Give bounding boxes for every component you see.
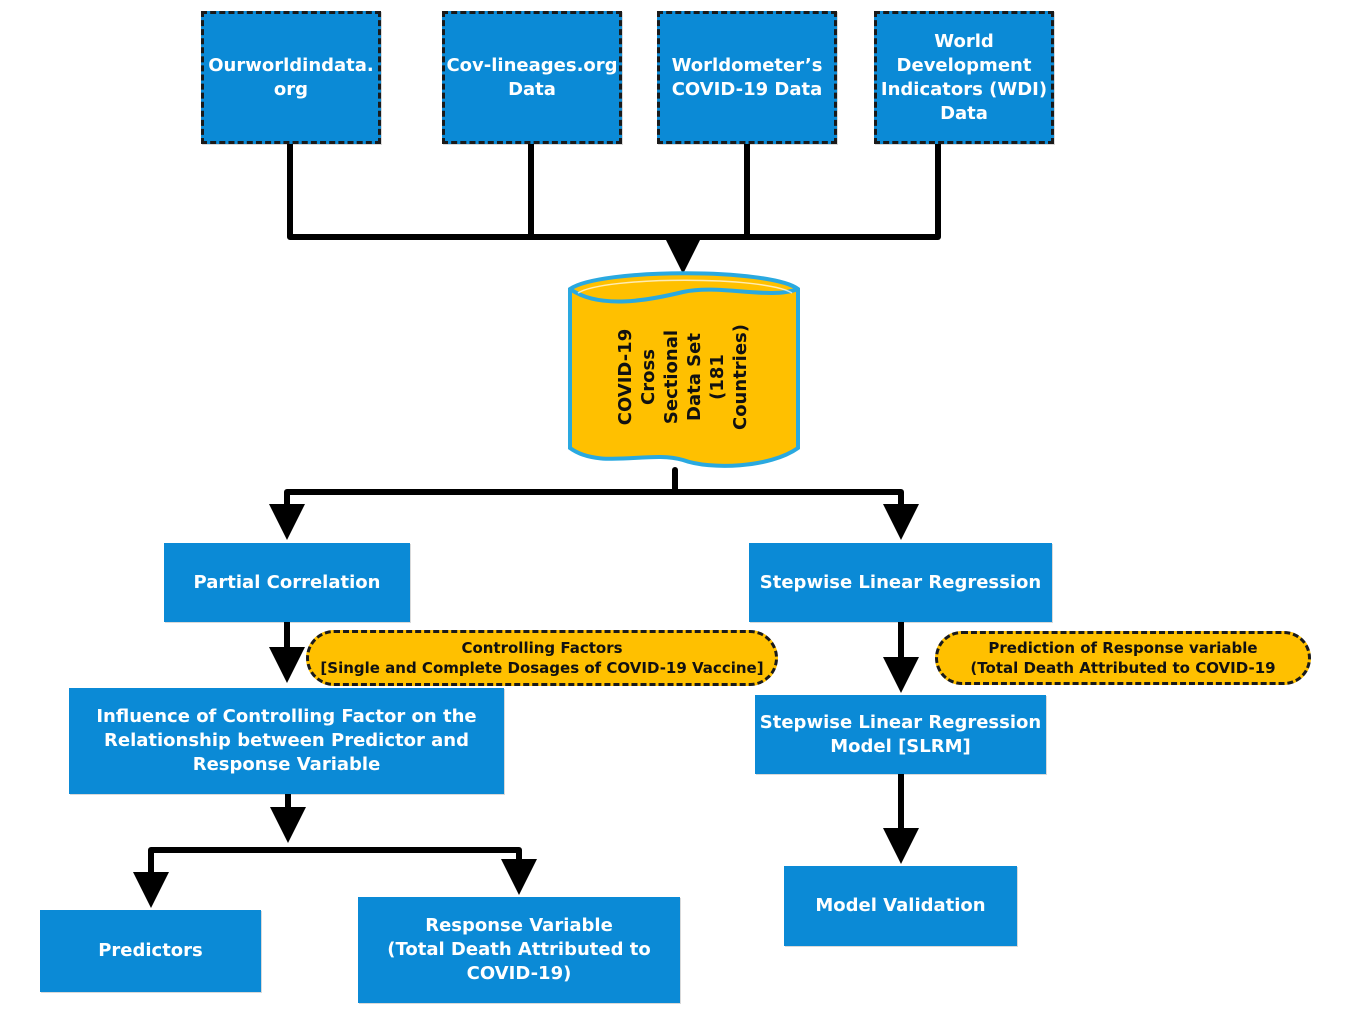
dataset-line-1: COVID-19 (615, 328, 636, 426)
response-variable-line-3: COVID-19) (466, 963, 572, 984)
source-worldometer: Worldometer’s COVID-19 Data (657, 11, 837, 144)
predictors-box: Predictors (40, 910, 261, 992)
model-validation-box: Model Validation (784, 866, 1017, 946)
response-variable-line-2: (Total Death Attributed to (387, 939, 651, 960)
dataset-cylinder-label: COVID-19 Cross Sectional Data Set (181 C… (614, 292, 752, 462)
source-wdi-line-3: Indicators (WDI) (880, 78, 1048, 100)
source-cov-lineages-line-2: Data (508, 78, 556, 100)
slrm-box: Stepwise Linear Regression Model [SLRM] (755, 695, 1046, 774)
stepwise-regression-label: Stepwise Linear Regression (759, 571, 1042, 593)
source-ourworldindata-line-2: org (273, 78, 309, 100)
controlling-factors-line-2: [Single and Complete Dosages of COVID-19… (320, 659, 764, 677)
influence-line-2: Relationship between Predictor and (104, 730, 469, 751)
source-wdi-line-1: World (934, 30, 994, 52)
controlling-factors-note: Controlling Factors [Single and Complete… (306, 630, 778, 686)
model-validation-label: Model Validation (815, 895, 986, 916)
sources-merge-connector (287, 140, 941, 240)
influence-line-1: Influence of Controlling Factor on the (96, 706, 477, 727)
source-cov-lineages: Cov-lineages.org Data (442, 11, 622, 144)
predictors-label: Predictors (98, 940, 203, 961)
prediction-note-line-1: Prediction of Response variable (988, 639, 1258, 657)
controlling-factors-line-1: Controlling Factors (461, 639, 623, 657)
source-wdi: World Development Indicators (WDI) Data (874, 11, 1054, 144)
dataset-line-2: Cross (638, 349, 659, 405)
slrm-line-2: Model [SLRM] (830, 735, 971, 757)
response-variable-box: Response Variable (Total Death Attribute… (358, 897, 680, 1003)
prediction-note: Prediction of Response variable (Total D… (935, 631, 1311, 685)
dataset-line-4: Data Set (684, 333, 705, 421)
source-ourworldindata-line-1: Ourworldindata. (208, 54, 374, 76)
dataset-line-6: Countries) (730, 324, 751, 431)
source-wdi-line-4: Data (940, 102, 988, 124)
partial-correlation-label: Partial Correlation (193, 571, 381, 593)
stepwise-regression-box: Stepwise Linear Regression (749, 543, 1052, 622)
dataset-cylinder: COVID-19 Cross Sectional Data Set (181 C… (578, 296, 788, 458)
source-worldometer-line-1: Worldometer’s (671, 54, 823, 76)
prediction-note-line-2: (Total Death Attributed to COVID-19 (970, 659, 1276, 677)
source-ourworldindata: Ourworldindata. org (201, 11, 381, 144)
source-wdi-line-2: Development (896, 54, 1032, 76)
partial-correlation-box: Partial Correlation (164, 543, 410, 622)
slrm-line-1: Stepwise Linear Regression (759, 711, 1042, 733)
dataset-cylinder-shape (568, 271, 800, 468)
dataset-split-connector (284, 467, 904, 523)
influence-split-connector (148, 847, 522, 873)
source-cov-lineages-line-1: Cov-lineages.org (446, 54, 618, 76)
dataset-line-3: Sectional (661, 329, 682, 425)
dataset-line-5: (181 (707, 354, 728, 400)
response-variable-line-1: Response Variable (425, 915, 613, 936)
source-worldometer-line-2: COVID-19 Data (671, 78, 823, 100)
influence-line-3: Response Variable (192, 754, 381, 775)
influence-box: Influence of Controlling Factor on the R… (69, 688, 504, 794)
